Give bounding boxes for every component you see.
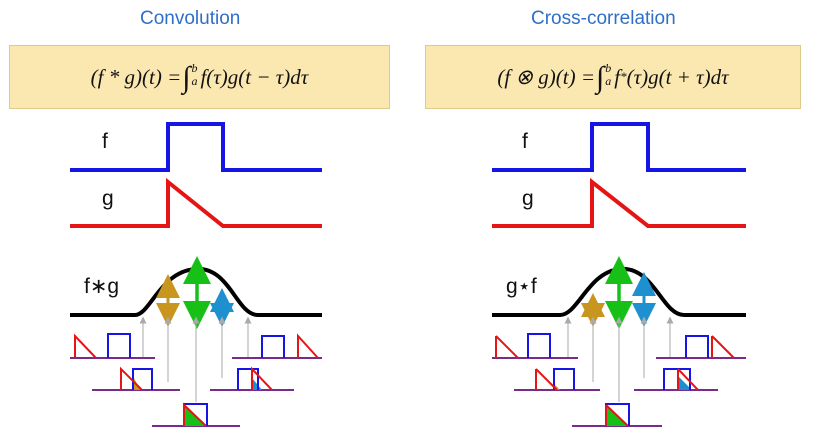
slide-frame-3 — [572, 403, 662, 427]
slide-frame-5 — [232, 333, 322, 359]
integral-lower: a — [191, 74, 198, 88]
cross-correlation-panel: f g g⋆f — [492, 122, 746, 427]
formula-integrand-a: f — [614, 64, 621, 89]
slide-frame-2 — [514, 368, 600, 391]
slide-frame-4 — [210, 366, 294, 391]
guide-lines — [564, 316, 674, 402]
result-label: g⋆f — [506, 275, 537, 298]
slide-frame-1 — [492, 333, 578, 359]
f-label: f — [102, 130, 108, 153]
integral-limits: b a — [605, 62, 611, 88]
integral-upper: b — [191, 61, 198, 75]
g-signal — [492, 177, 746, 228]
f-signal — [70, 122, 322, 172]
g-signal — [70, 177, 322, 228]
integral-lower: a — [605, 74, 612, 88]
slide-frame-5 — [656, 335, 746, 359]
slide-frame-1 — [70, 333, 155, 359]
formula-lhs: (f ⊗ g)(t) = — [497, 64, 596, 89]
convolution-formula: (f * g)(t) = ∫ b a f(τ)g(t − τ)dτ — [9, 45, 390, 109]
formula-lhs: (f * g)(t) = — [90, 64, 182, 89]
slide-frame-4 — [634, 368, 718, 391]
convolution-panel: f g f∗g — [70, 122, 322, 427]
convolution-title: Convolution — [140, 8, 241, 29]
integral-upper: b — [605, 61, 612, 75]
conjugate-star: * — [620, 69, 627, 84]
f-signal — [492, 122, 746, 172]
integral-sign: ∫ — [596, 61, 605, 94]
result-label: f∗g — [84, 275, 119, 298]
formula-integrand: f(τ)g(t − τ)dτ — [200, 64, 309, 89]
slide-frame-3 — [152, 402, 240, 427]
slide-frame-2 — [92, 366, 180, 391]
guide-lines — [139, 316, 252, 402]
cross-correlation-formula: (f ⊗ g)(t) = ∫ b a f*(τ)g(t + τ)dτ — [425, 45, 801, 109]
integral-sign: ∫ — [182, 61, 191, 94]
f-label: f — [522, 130, 528, 153]
formula-integrand-b: (τ)g(t + τ)dτ — [626, 64, 729, 89]
integral-limits: b a — [191, 62, 197, 88]
g-label: g — [102, 187, 114, 210]
cross-correlation-title: Cross-correlation — [531, 8, 676, 29]
g-label: g — [522, 187, 534, 210]
